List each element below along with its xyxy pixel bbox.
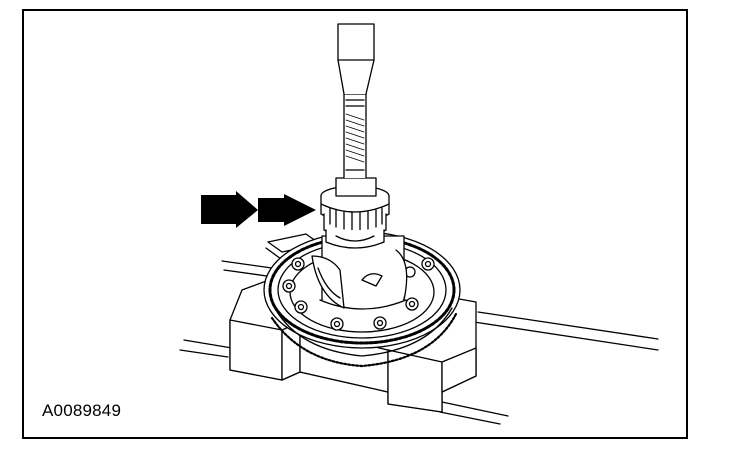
figure-id-label: A0089849 — [42, 401, 122, 420]
support-rails — [179, 260, 659, 425]
double-arrow-pointer — [201, 191, 316, 228]
bearing-installer-tool — [335, 23, 377, 197]
differential-case — [311, 235, 408, 310]
